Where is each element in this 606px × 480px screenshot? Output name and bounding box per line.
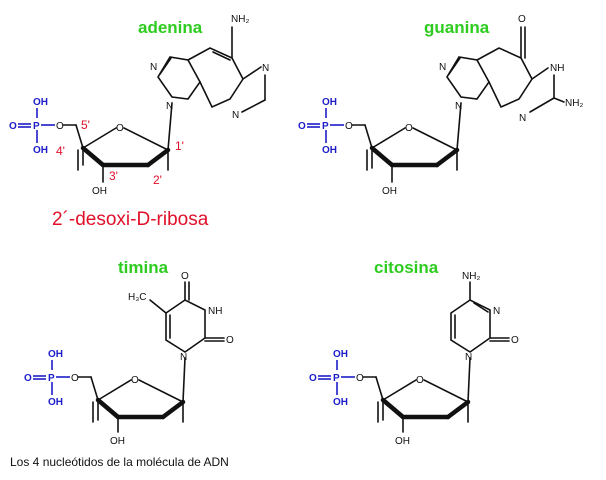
guanine-nucleotide: guanina OH O P OH O O OH: [298, 14, 583, 197]
ester-oxygen: O: [356, 373, 364, 384]
base-n1h: NH: [550, 63, 564, 74]
base-amine: NH₂: [565, 98, 583, 109]
base-n3: N: [493, 306, 500, 317]
sugar-3-oh: OH: [110, 436, 125, 447]
adenine-nucleotide: adenina OH O P OH O O: [9, 14, 269, 197]
phosphate-p: P: [333, 373, 340, 384]
phosphate-oh-top: OH: [33, 97, 48, 108]
base-n3: N: [519, 113, 526, 124]
carbon-4-label: 4': [56, 144, 65, 158]
base-n7: N: [150, 62, 157, 73]
base-n1: N: [465, 352, 472, 363]
base-n1: N: [262, 63, 269, 74]
phosphate-oh-bottom: OH: [322, 145, 337, 156]
phosphate-o-double: O: [24, 373, 32, 384]
ester-oxygen: O: [56, 121, 64, 132]
base-n9: N: [455, 101, 462, 112]
adenine-title: adenina: [138, 18, 203, 37]
phosphate-oh-top: OH: [333, 349, 348, 360]
base-amine: NH₂: [462, 271, 480, 282]
cytosine-sugar: O OH: [362, 357, 471, 447]
base-n7: N: [439, 62, 446, 73]
cytosine-title: citosina: [374, 258, 439, 277]
cytosine-nucleotide: citosina OH O P OH O O OH: [309, 258, 519, 447]
phosphate-oh-top: OH: [322, 97, 337, 108]
base-o2: O: [226, 335, 234, 346]
phosphate-p: P: [48, 373, 55, 384]
phosphate-oh-bottom: OH: [333, 397, 348, 408]
phosphate-p: P: [322, 121, 329, 132]
ester-oxygen: O: [71, 373, 79, 384]
adenine-sugar: O OH 5' 4' 3' 2' 1': [56, 102, 184, 197]
base-carbonyl-o: O: [518, 14, 526, 25]
ring-oxygen: O: [416, 375, 424, 386]
phosphate-oh-bottom: OH: [33, 145, 48, 156]
guanine-phosphate-group: OH O P OH O: [298, 97, 353, 156]
base-methyl: H₃C: [128, 292, 147, 303]
thymine-sugar: O OH: [77, 357, 186, 447]
phosphate-p: P: [33, 121, 40, 132]
cytosine-phosphate-group: OH O P OH O: [309, 349, 364, 408]
guanine-base: N N NH N O NH₂: [439, 14, 583, 124]
phosphate-oh-top: OH: [48, 349, 63, 360]
ester-oxygen: O: [345, 121, 353, 132]
ring-oxygen: O: [131, 375, 139, 386]
base-n1: N: [180, 352, 187, 363]
phosphate-o-double: O: [9, 121, 17, 132]
ring-oxygen: O: [116, 123, 124, 134]
carbon-2-label: 2': [153, 173, 162, 187]
thymine-nucleotide: timina OH O P OH O O OH: [24, 258, 234, 447]
sugar-name-label: 2´-desoxi-D-ribosa: [52, 209, 209, 230]
base-n3h: NH: [208, 306, 222, 317]
figure-caption: Los 4 nucleótidos de la molécula de ADN: [10, 455, 229, 469]
base-n3: N: [232, 110, 239, 121]
thymine-phosphate-group: OH O P OH O: [24, 349, 79, 408]
adenine-base: N N N N NH₂: [150, 14, 269, 121]
sugar-3-oh: OH: [395, 436, 410, 447]
sugar-3-oh: OH: [382, 186, 397, 197]
base-o2: O: [511, 335, 519, 346]
cytosine-base: N N O NH₂: [450, 271, 519, 363]
carbon-3-label: 3': [109, 169, 118, 183]
phosphate-o-double: O: [298, 121, 306, 132]
base-amine: NH₂: [231, 14, 249, 25]
sugar-3-oh: OH: [92, 186, 107, 197]
thymine-base: N NH O O H₃C: [128, 271, 234, 363]
adenine-phosphate-group: OH O P OH O: [9, 97, 64, 156]
ring-oxygen: O: [405, 123, 413, 134]
carbon-5-label: 5': [81, 118, 90, 132]
base-o4: O: [181, 271, 189, 282]
thymine-title: timina: [118, 258, 169, 277]
phosphate-oh-bottom: OH: [48, 397, 63, 408]
guanine-title: guanina: [424, 18, 490, 37]
guanine-sugar: O OH: [351, 102, 462, 197]
base-n9: N: [166, 101, 173, 112]
phosphate-o-double: O: [309, 373, 317, 384]
carbon-1-label: 1': [175, 139, 184, 153]
